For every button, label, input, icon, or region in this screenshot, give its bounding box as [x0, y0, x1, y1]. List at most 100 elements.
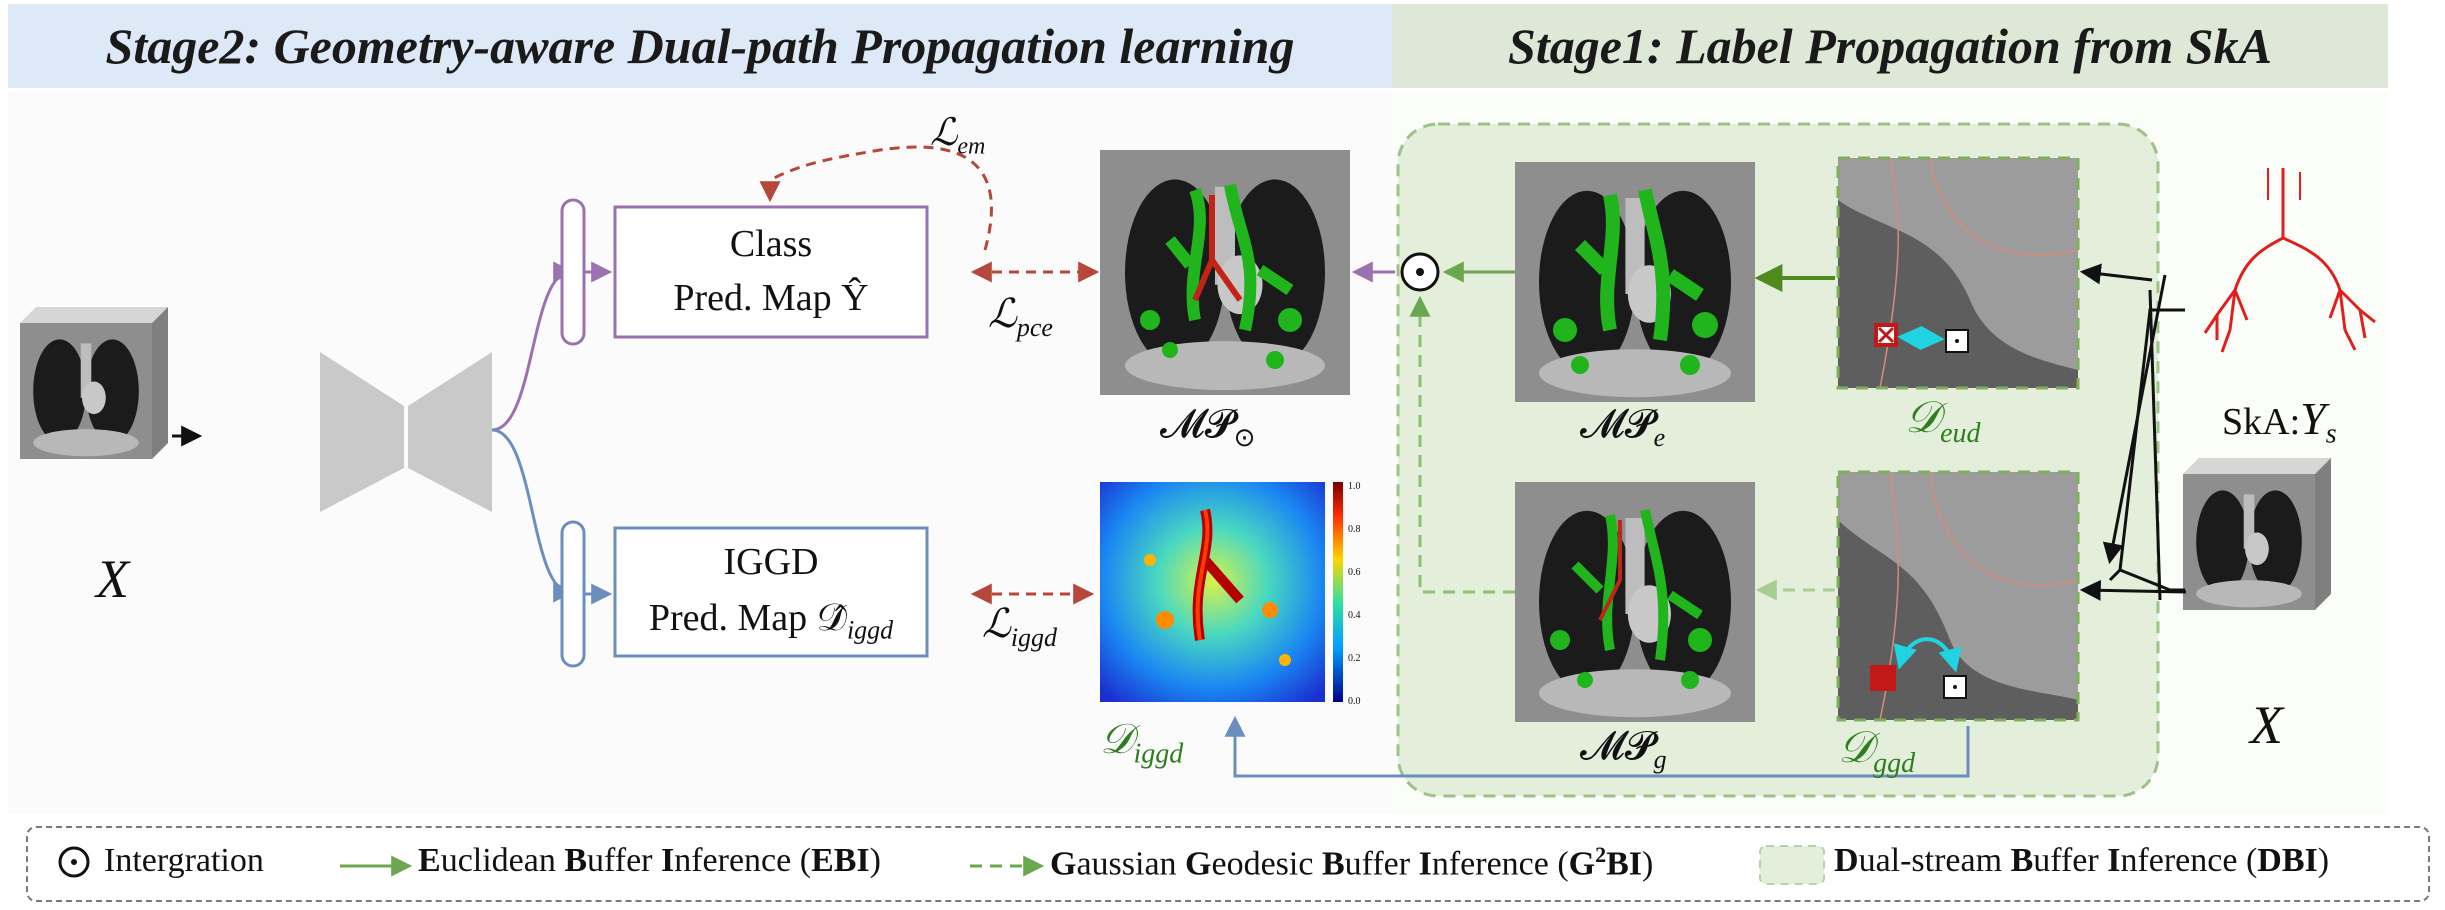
input-right-label: X	[2250, 695, 2283, 755]
input-left-label: X	[96, 549, 129, 609]
loss-iggd-sub: iggd	[1010, 623, 1058, 652]
iggd-box-subtitle-sub: iggd	[846, 615, 894, 645]
stage2-title: Stage2: Geometry-aware Dual-path Propaga…	[105, 18, 1295, 74]
g2bi-arrow-to-integration	[1409, 295, 1515, 594]
d-ggd-sub: ggd	[1873, 747, 1916, 779]
legend-g2bi-p3b: B	[1321, 845, 1345, 883]
legend-dbi-swatch-icon	[1759, 845, 1825, 885]
loss-pce-symbol: ℒ	[988, 291, 1017, 336]
legend-dbi-label: Dual-stream Buffer Inference (DBI)	[1834, 842, 2329, 880]
integration-dot	[1416, 268, 1424, 276]
ska-symbol: Y	[2300, 393, 2326, 444]
legend-g2bi-p2: eodesic	[1211, 845, 1322, 883]
d-iggd-sub: iggd	[1133, 738, 1184, 770]
encoder-block	[320, 352, 404, 512]
stage1-header: Stage1: Label Propagation from SkA	[1392, 4, 2388, 88]
colorbar-tick-label: 0.6	[1348, 567, 1361, 578]
colorbar-tick-label: 1.0	[1348, 481, 1361, 492]
legend-ebi-p2: uffer	[587, 842, 661, 879]
legend-g2bi-label: Gaussian Geodesic Buffer Inference (G2BI…	[1050, 842, 1653, 883]
legend-g2bi-p5b: G	[1568, 845, 1596, 883]
mp-e-label: 𝓜𝓟e	[1580, 400, 1665, 453]
iggd-box-subtitle-main: Pred. Map 𝒟̂	[648, 597, 847, 639]
legend-dbi-p3: nference (	[2120, 842, 2258, 879]
decoder-block	[408, 352, 492, 512]
d-eud-symbol: 𝒟	[1905, 393, 1941, 442]
iggd-pred-box	[613, 526, 929, 658]
d-ggd-patch	[1836, 470, 2080, 722]
class-box-title: Class	[729, 223, 813, 265]
legend-g2bi-p4b: I	[1418, 845, 1432, 883]
loss-em-symbol: ℒ	[930, 112, 958, 154]
input-volume-left	[20, 307, 168, 459]
colorbar-tick-label: 0.4	[1348, 610, 1361, 621]
stage1-title: Stage1: Label Propagation from SkA	[1508, 18, 2272, 74]
d-eud-patch	[1836, 156, 2080, 390]
legend-g2bi-p6b: BI	[1606, 845, 1643, 883]
legend-g2bi-p7: )	[1642, 845, 1654, 883]
legend-ebi-p3b: I	[661, 842, 675, 879]
legend-ebi-label: Euclidean Buffer Inference (EBI)	[418, 842, 881, 880]
mp-e-map	[1515, 162, 1755, 402]
d-iggd-symbol: 𝒟	[1100, 717, 1134, 763]
stage2-header: Stage2: Geometry-aware Dual-path Propaga…	[8, 4, 1392, 88]
arrow-to-class-branch	[491, 261, 575, 432]
ska-skeleton	[2203, 168, 2376, 353]
loss-iggd-label: ℒiggd	[982, 600, 1057, 653]
arrow-dggd-to-diggd	[1224, 715, 1970, 778]
mp-g-map	[1515, 482, 1755, 722]
arrow-x-to-deud-branch	[2108, 568, 2185, 592]
legend-g2bi-p2b: G	[1185, 845, 1212, 883]
loss-pce-label: ℒpce	[988, 290, 1053, 343]
colorbar-tick-label: 0.0	[1348, 696, 1361, 707]
legend-ebi-p1b: E	[418, 842, 441, 879]
loss-iggd-symbol: ℒ	[982, 601, 1011, 646]
legend-ebi-p4b: EBI	[811, 842, 870, 879]
legend-g2bi-p3: uffer	[1344, 845, 1419, 883]
mp-odot-label: 𝓜𝓟⊙	[1160, 400, 1255, 453]
colorbar-tick-label: 0.8	[1348, 524, 1361, 535]
legend-dbi-p1: ual-stream	[1858, 842, 2011, 879]
d-ggd-symbol: 𝒟	[1838, 723, 1874, 772]
mp-odot-symbol: 𝓜𝓟	[1160, 401, 1234, 446]
legend-g2bi-p4: nference (	[1431, 845, 1569, 883]
loss-em-label: ℒem	[930, 110, 985, 161]
iggd-box-subtitle: Pred. Map 𝒟̂iggd	[615, 596, 927, 646]
legend-box	[26, 826, 2430, 902]
mp-e-symbol: 𝓜𝓟	[1580, 401, 1654, 446]
class-head-layer	[560, 198, 586, 346]
mp-odot-sub: ⊙	[1233, 423, 1256, 452]
ska-label: SkA:Ys	[2222, 392, 2337, 451]
class-box-subtitle: Pred. Map Ŷ	[673, 277, 869, 319]
ska-sub: s	[2325, 418, 2337, 450]
legend-ebi-p1: uclidean	[440, 842, 565, 879]
legend-dbi-p4b: DBI	[2257, 842, 2318, 879]
colorbar-tick-label: 0.2	[1348, 653, 1361, 664]
legend-ebi-p5: )	[869, 842, 881, 879]
iggd-head-layer	[560, 520, 586, 668]
mp-g-sub: g	[1653, 745, 1667, 774]
d-ggd-label: 𝒟ggd	[1838, 722, 1915, 780]
colorbar	[1333, 482, 1343, 702]
mp-odot-map	[1100, 150, 1350, 395]
legend-g2bi-p1b: G	[1050, 845, 1077, 883]
arrow-to-iggd-branch	[491, 428, 575, 603]
legend-ebi-p3: nference (	[674, 842, 812, 879]
loss-em-sub: em	[957, 133, 986, 160]
legend-dbi-p2: uffer	[2033, 842, 2108, 879]
mp-g-symbol: 𝓜𝓟	[1580, 723, 1654, 768]
legend-g2bi-p1: aussian	[1076, 845, 1186, 883]
arrow-cross-2	[2148, 289, 2162, 601]
d-iggd-label: 𝒟iggd	[1100, 716, 1183, 770]
d-iggd-heatmap	[1100, 482, 1325, 702]
legend-ebi-p2b: B	[564, 842, 588, 879]
legend-dbi-p2b: B	[2010, 842, 2034, 879]
legend-dbi-p1b: D	[1834, 842, 1859, 879]
legend-g2bi-sup: 2	[1595, 842, 1607, 867]
ska-prefix: SkA:	[2222, 401, 2301, 443]
colorbar-ticks: 1.0 0.8 0.6 0.4 0.2 0.0	[1348, 481, 1361, 707]
arrow-x-to-dggd	[2079, 579, 2187, 601]
legend-dbi-p5: )	[2317, 842, 2330, 879]
loss-em-arrow	[759, 145, 993, 251]
